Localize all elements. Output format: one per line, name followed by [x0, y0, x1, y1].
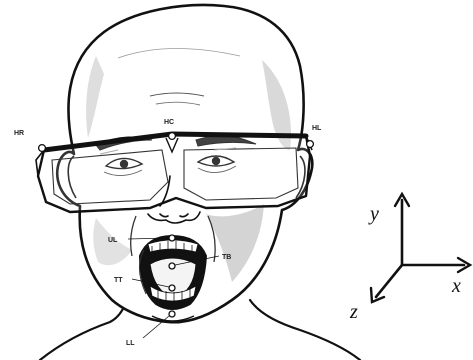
label-ul: UL: [108, 237, 118, 244]
label-tt: TT: [114, 277, 123, 284]
axis-labels: y x z: [349, 203, 461, 323]
label-tb: TB: [222, 254, 231, 261]
marker-tb-dot: [169, 263, 175, 269]
axis-label-y: y: [368, 203, 379, 225]
axis-label-z: z: [349, 301, 358, 323]
label-ll: LL: [126, 340, 135, 347]
marker-hc-dot: [169, 133, 176, 140]
marker-hr-dot: [39, 145, 46, 152]
z-axis: [376, 265, 402, 297]
open-mouth: [139, 236, 206, 309]
marker-hl-dot: [307, 141, 314, 148]
axis-label-x: x: [451, 275, 461, 297]
marker-ul-dot: [169, 235, 175, 241]
marker-tt-dot: [169, 285, 175, 291]
marker-ll-dot: [169, 311, 175, 317]
label-hl: HL: [312, 125, 322, 132]
label-hc: HC: [164, 119, 174, 126]
label-hr: HR: [14, 130, 24, 137]
